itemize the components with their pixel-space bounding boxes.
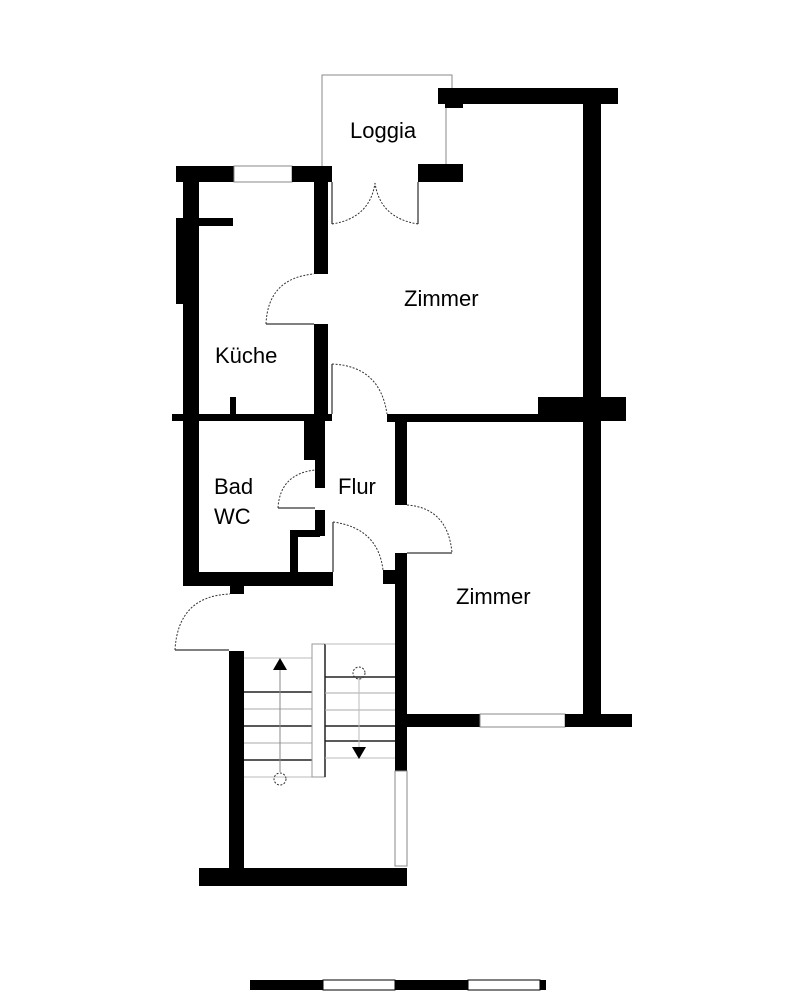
- label-flur: Flur: [338, 474, 376, 499]
- label-bad: Bad: [214, 474, 253, 499]
- window-zimmer-2: [479, 713, 566, 728]
- loggia-area: [321, 74, 618, 225]
- label-zimmer-2: Zimmer: [456, 584, 531, 609]
- label-kueche: Küche: [215, 343, 277, 368]
- scale-bar: [250, 979, 546, 991]
- room-labels: Loggia Zimmer Küche Bad WC Flur Zimmer: [214, 118, 531, 609]
- label-wc: WC: [214, 504, 251, 529]
- arrow-up-icon: [273, 658, 287, 670]
- window-stairwell: [394, 770, 408, 867]
- walls: [172, 88, 632, 886]
- doors: [174, 273, 453, 651]
- label-zimmer-1: Zimmer: [404, 286, 479, 311]
- staircase: [244, 643, 395, 786]
- label-loggia: Loggia: [350, 118, 417, 143]
- arrow-down-icon: [352, 747, 366, 759]
- window-kitchen: [233, 165, 293, 183]
